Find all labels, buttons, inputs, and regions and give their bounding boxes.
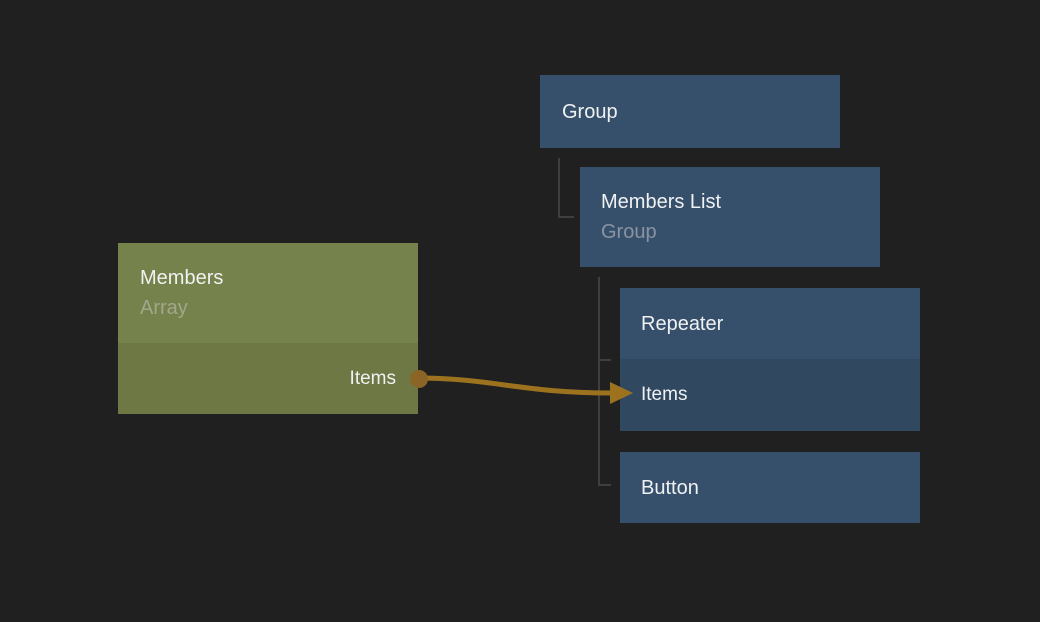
node-repeater[interactable]: Repeater Items [620, 288, 920, 431]
node-button[interactable]: Button [620, 452, 920, 523]
hierarchy-connector-line [598, 277, 600, 486]
node-subtitle: Group [601, 221, 657, 243]
node-group[interactable]: Group [540, 75, 840, 148]
hierarchy-connector-line [558, 158, 560, 218]
node-title: Members List [601, 191, 722, 213]
connection-wire[interactable] [422, 375, 613, 396]
node-members[interactable]: Members Array Items [118, 243, 418, 414]
hierarchy-connector-stub [598, 359, 611, 361]
node-members-list[interactable]: Members List Group [580, 167, 880, 267]
hierarchy-connector-stub [598, 484, 611, 486]
port-label: Items [641, 384, 688, 405]
node-subtitle: Array [140, 297, 188, 319]
output-port-items[interactable]: Items [118, 343, 418, 414]
node-title: Button [641, 476, 699, 499]
node-title: Repeater [641, 312, 724, 335]
node-title: Members [140, 267, 224, 289]
hierarchy-connector-stub [558, 216, 574, 218]
input-port-items[interactable]: Items [620, 359, 920, 431]
node-title: Group [562, 100, 618, 123]
port-label: Items [349, 367, 396, 389]
